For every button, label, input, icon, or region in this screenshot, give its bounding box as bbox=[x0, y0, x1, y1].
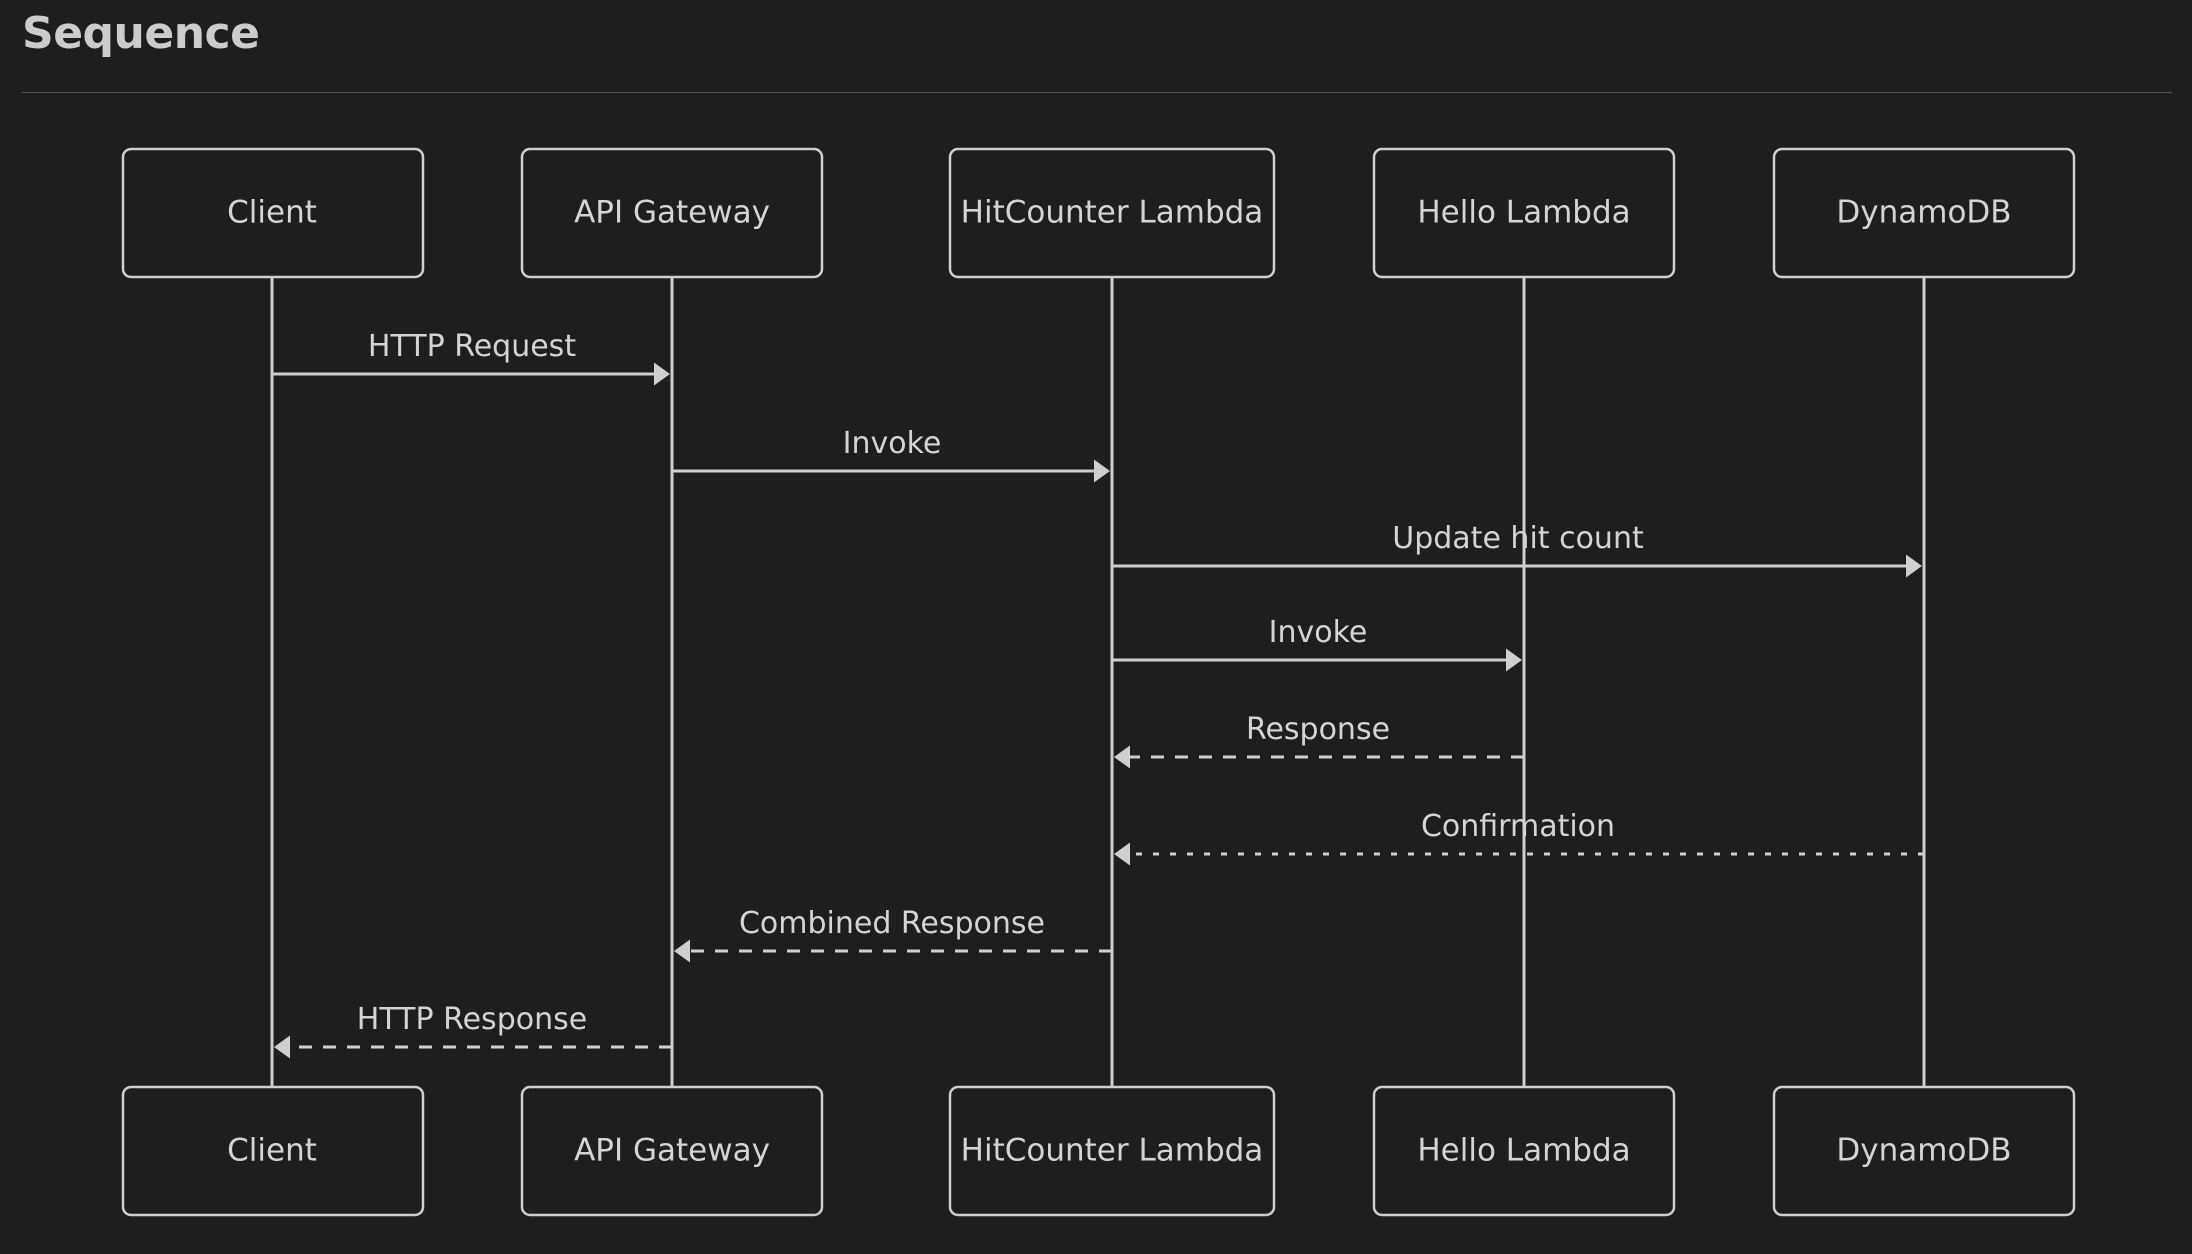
message-arrowhead bbox=[1506, 648, 1522, 672]
participant-dynamodb-top[interactable]: DynamoDB bbox=[1772, 147, 2076, 279]
participants-top-layer: Client API Gateway HitCounter Lambda Hello … bbox=[121, 147, 2076, 279]
participant-hitcounter-top[interactable]: HitCounter Lambda bbox=[948, 147, 1276, 279]
message-2-invoke[interactable]: Invoke bbox=[672, 426, 1110, 483]
participant-hello-bottom[interactable]: Hello Lambda bbox=[1372, 1085, 1676, 1217]
message-7-combined-response[interactable]: Combined Response bbox=[674, 906, 1112, 963]
message-8-http-response[interactable]: HTTP Response bbox=[274, 1002, 672, 1059]
message-1-http-request[interactable]: HTTP Request bbox=[272, 329, 670, 386]
participant-label: Client bbox=[227, 1133, 317, 1169]
participant-client-bottom[interactable]: Client bbox=[121, 1085, 425, 1217]
participants-bottom-layer: Client API Gateway HitCounter Lambda Hello … bbox=[121, 1085, 2076, 1217]
message-label: Response bbox=[1246, 712, 1390, 747]
participant-dynamodb-bottom[interactable]: DynamoDB bbox=[1772, 1085, 2076, 1217]
message-label: HTTP Response bbox=[357, 1002, 587, 1037]
message-arrowhead bbox=[1114, 745, 1130, 769]
participant-hello-top[interactable]: Hello Lambda bbox=[1372, 147, 1676, 279]
message-4-invoke[interactable]: Invoke bbox=[1112, 615, 1522, 672]
message-label: Invoke bbox=[1269, 615, 1368, 650]
participant-apigw-bottom[interactable]: API Gateway bbox=[520, 1085, 824, 1217]
lifelines-layer bbox=[270, 277, 1926, 1087]
participant-box bbox=[1372, 1085, 1676, 1217]
participant-label: HitCounter Lambda bbox=[961, 195, 1264, 231]
participant-label: API Gateway bbox=[574, 195, 770, 231]
participant-label: Hello Lambda bbox=[1417, 1133, 1630, 1169]
participant-label: API Gateway bbox=[574, 1133, 770, 1169]
message-label: Combined Response bbox=[739, 906, 1045, 941]
participant-box bbox=[520, 147, 824, 279]
message-5-response[interactable]: Response bbox=[1114, 712, 1524, 769]
message-3-update-hit-count[interactable]: Update hit count bbox=[1112, 521, 1922, 578]
message-label: Confirmation bbox=[1421, 809, 1615, 844]
participant-box bbox=[1372, 147, 1676, 279]
message-arrowhead bbox=[274, 1035, 290, 1059]
message-arrowhead bbox=[654, 362, 670, 386]
participant-client-top[interactable]: Client bbox=[121, 147, 425, 279]
participant-box bbox=[948, 147, 1276, 279]
participant-apigw-top[interactable]: API Gateway bbox=[520, 147, 824, 279]
message-arrowhead bbox=[1906, 554, 1922, 578]
title-divider bbox=[22, 92, 2172, 93]
message-label: Update hit count bbox=[1392, 521, 1644, 556]
participant-box bbox=[121, 1085, 425, 1217]
participant-label: DynamoDB bbox=[1836, 1133, 2011, 1169]
participant-label: Hello Lambda bbox=[1417, 195, 1630, 231]
participant-box bbox=[1772, 147, 2076, 279]
participant-label: HitCounter Lambda bbox=[961, 1133, 1264, 1169]
message-arrowhead bbox=[1094, 459, 1110, 483]
participant-box bbox=[520, 1085, 824, 1217]
participant-box bbox=[1772, 1085, 2076, 1217]
message-label: Invoke bbox=[843, 426, 942, 461]
participant-label: Client bbox=[227, 195, 317, 231]
participant-box bbox=[121, 147, 425, 279]
message-arrowhead bbox=[674, 939, 690, 963]
message-arrowhead bbox=[1114, 842, 1130, 866]
message-label: HTTP Request bbox=[368, 329, 576, 364]
message-6-confirmation[interactable]: Confirmation bbox=[1114, 809, 1924, 866]
participant-label: DynamoDB bbox=[1836, 195, 2011, 231]
page-title: Sequence bbox=[22, 8, 260, 59]
participant-box bbox=[948, 1085, 1276, 1217]
participant-hitcounter-bottom[interactable]: HitCounter Lambda bbox=[948, 1085, 1276, 1217]
